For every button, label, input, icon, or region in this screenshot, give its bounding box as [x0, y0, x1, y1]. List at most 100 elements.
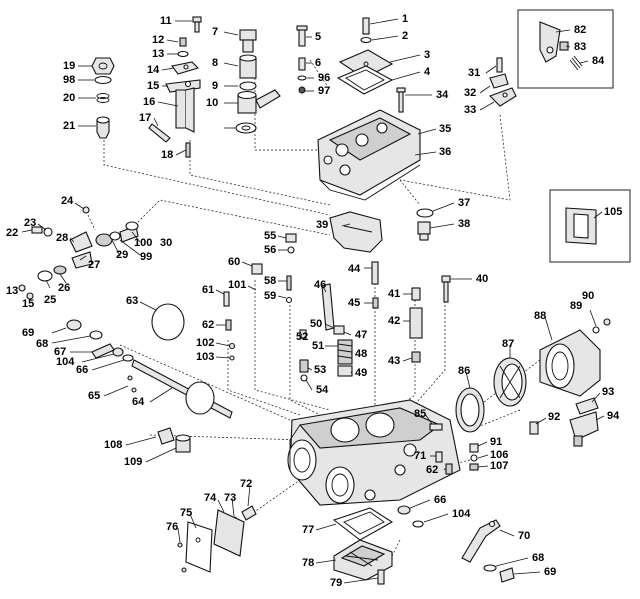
callout-label: 83 [574, 41, 586, 53]
part-60-plug [251, 263, 263, 275]
callout-label: 42 [388, 315, 400, 327]
callout-label: 105 [604, 206, 622, 218]
callout-label: 52 [296, 331, 308, 343]
callout-label: 15 [147, 80, 159, 92]
part-37-washer [416, 208, 434, 218]
callout-label: 85 [414, 408, 426, 420]
callout-label: 2 [402, 30, 408, 42]
part-68-washer [89, 330, 103, 340]
part-93-94-linkage [569, 397, 599, 447]
part-22-screw [31, 226, 43, 234]
callout-label: 92 [548, 411, 560, 423]
callout-label: 75 [180, 507, 192, 519]
part-88-air-horn [539, 329, 601, 397]
callout-label: 22 [6, 227, 18, 239]
part-8-sleeve [239, 54, 257, 79]
callout-label: 33 [464, 104, 476, 116]
part-96-washer [297, 75, 307, 81]
callout-label: 6 [315, 57, 321, 69]
callout-label: 30 [160, 237, 172, 249]
callout-label: 79 [330, 577, 342, 589]
callout-label: 35 [439, 123, 451, 135]
callout-label: 24 [61, 195, 74, 207]
callout-label: 109 [124, 456, 142, 468]
callout-label: 62 [426, 464, 438, 476]
part-35-36-carb-top-body [317, 109, 421, 201]
part-85-jet [429, 423, 443, 431]
callout-label: 32 [464, 87, 476, 99]
callout-label: 43 [388, 355, 400, 367]
part-63-throttle-plate [151, 303, 185, 341]
part-69-nut [66, 319, 82, 331]
part-40-screw [441, 275, 451, 303]
callout-label: 20 [63, 92, 75, 104]
callout-label: 67 [54, 346, 66, 358]
callout-label: 98 [63, 74, 75, 86]
part-20-spring-clip [96, 93, 110, 103]
part-86-ring [455, 387, 485, 433]
callout-label: 71 [414, 450, 426, 462]
callout-label: 108 [104, 439, 122, 451]
callout-label: 48 [355, 348, 367, 360]
callout-label: 9 [212, 80, 218, 92]
callout-label: 13 [152, 48, 164, 60]
callout-label: 45 [348, 297, 360, 309]
carburetor-main-body [287, 399, 461, 506]
part-87-venturi [493, 357, 527, 407]
part-17-pin [148, 123, 171, 143]
callout-label: 107 [490, 460, 508, 472]
part-6-screw [298, 57, 306, 71]
part-68-69-bottom [483, 564, 515, 583]
callout-label: 68 [532, 552, 544, 564]
callout-label: 13 [6, 285, 18, 297]
callout-label: 31 [468, 67, 480, 79]
callout-label: 54 [316, 384, 329, 396]
callout-label: 11 [160, 15, 172, 27]
part-21-jet-holder [96, 116, 110, 139]
callout-label: 41 [388, 288, 400, 300]
callout-label: 1 [402, 13, 408, 25]
part-29-30-99-100-jet-assembly [95, 221, 139, 247]
part-64-throttle-shaft [131, 359, 233, 419]
callout-label: 99 [140, 251, 152, 263]
part-109-fitting [175, 434, 191, 453]
part-27-plate [71, 251, 93, 269]
callout-label: 100 [134, 237, 152, 249]
leader-lines [21, 18, 605, 584]
part-89-90-screws [592, 318, 611, 334]
callout-label: 68 [36, 338, 48, 350]
callout-label: 58 [264, 275, 276, 287]
callout-label: 34 [436, 89, 449, 101]
part-98-washer [94, 75, 112, 85]
part-67-lever [91, 343, 115, 359]
callout-label: 56 [264, 244, 276, 256]
callout-label: 51 [312, 340, 324, 352]
part-41-42-43-jet-stack [409, 287, 423, 363]
part-65-screws [127, 375, 137, 393]
part-62-jet [225, 319, 232, 331]
part-77-gasket [332, 507, 394, 541]
callout-label: 66 [76, 364, 88, 376]
part-25-ring [37, 270, 53, 282]
callout-label: 46 [314, 279, 326, 291]
callout-label: 15 [22, 298, 34, 310]
part-5-screw [296, 25, 308, 47]
part-1-screw [362, 17, 370, 35]
callout-label: 69 [22, 327, 34, 339]
callout-label: 39 [316, 219, 328, 231]
part-34-screw [396, 87, 406, 113]
part-71-62-small [435, 451, 453, 475]
callout-label: 55 [264, 230, 276, 242]
callout-label: 76 [166, 521, 178, 533]
part-61-jet [223, 291, 230, 307]
callout-label: 84 [592, 55, 605, 67]
part-38-plug [417, 221, 431, 241]
callout-label: 21 [63, 120, 75, 132]
callout-label: 91 [490, 436, 502, 448]
callout-label: 88 [534, 310, 546, 322]
part-10-bushing [237, 89, 281, 114]
callout-label: 61 [202, 284, 214, 296]
part-18-pin [185, 142, 191, 158]
callout-label: 101 [228, 279, 246, 291]
callout-label: 28 [56, 232, 68, 244]
